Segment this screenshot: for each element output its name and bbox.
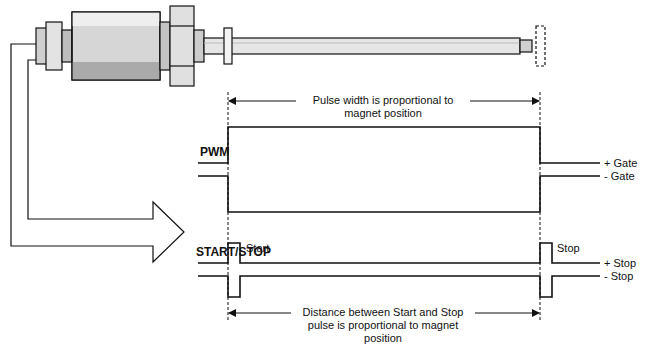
signal-name: PWM — [200, 146, 229, 159]
dimension-note: Distance between Start and Stop pulse is… — [291, 306, 475, 345]
pin-name: + Stop — [604, 257, 636, 270]
pin-name: - Stop — [604, 270, 633, 283]
dimension-note: Pulse width is proportional to magnet po… — [296, 94, 470, 120]
pulse-label: Stop — [557, 242, 580, 255]
pin-name: - Gate — [604, 170, 635, 183]
pin-name: + Gate — [604, 157, 637, 170]
pulse-label: Start — [246, 242, 269, 255]
